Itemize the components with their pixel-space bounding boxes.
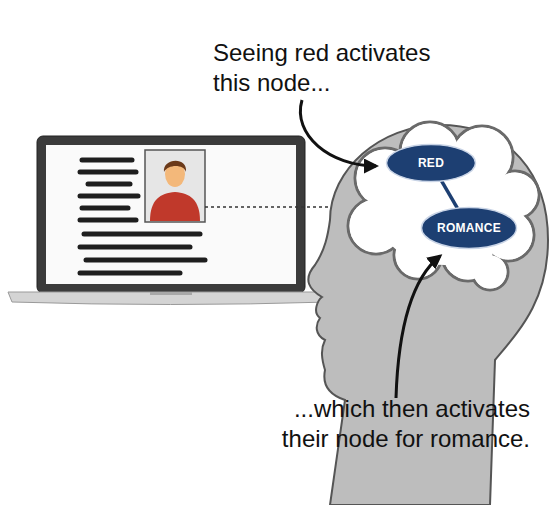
- laptop-bezel: [37, 136, 305, 293]
- text-line: [84, 232, 200, 237]
- concept-node: ROMANCE: [420, 206, 518, 250]
- leader-arrow: [300, 100, 376, 166]
- laptop-screen: [46, 145, 296, 284]
- association-link: [442, 181, 458, 208]
- text-line: [86, 258, 205, 263]
- text-line: [88, 182, 130, 187]
- node-ellipse: [422, 208, 517, 249]
- text-line: [82, 206, 128, 211]
- text-line: [80, 245, 190, 250]
- brain-lobe: [474, 256, 507, 289]
- person-hair: [164, 161, 186, 172]
- brain-outline: [348, 122, 539, 290]
- node-label: RED: [418, 156, 444, 170]
- laptop-base: [8, 292, 335, 305]
- text-line: [80, 194, 138, 199]
- text-line: [82, 158, 132, 163]
- leader-arrow: [396, 256, 440, 398]
- photo-frame: [145, 150, 205, 222]
- sight-line: [205, 206, 337, 208]
- text-line: [80, 170, 136, 175]
- concept-node: RED: [385, 143, 477, 183]
- node-label: ROMANCE: [437, 221, 501, 235]
- laptop-notch: [150, 292, 192, 295]
- callout-text: Seeing red activates this node...: [213, 38, 458, 98]
- brain-fill: [350, 124, 538, 289]
- callout-text: ...which then activates their node for r…: [248, 394, 530, 454]
- red-shirt: [150, 192, 200, 221]
- text-line: [80, 218, 136, 223]
- text-line: [80, 271, 180, 276]
- node-ellipse: [387, 145, 476, 182]
